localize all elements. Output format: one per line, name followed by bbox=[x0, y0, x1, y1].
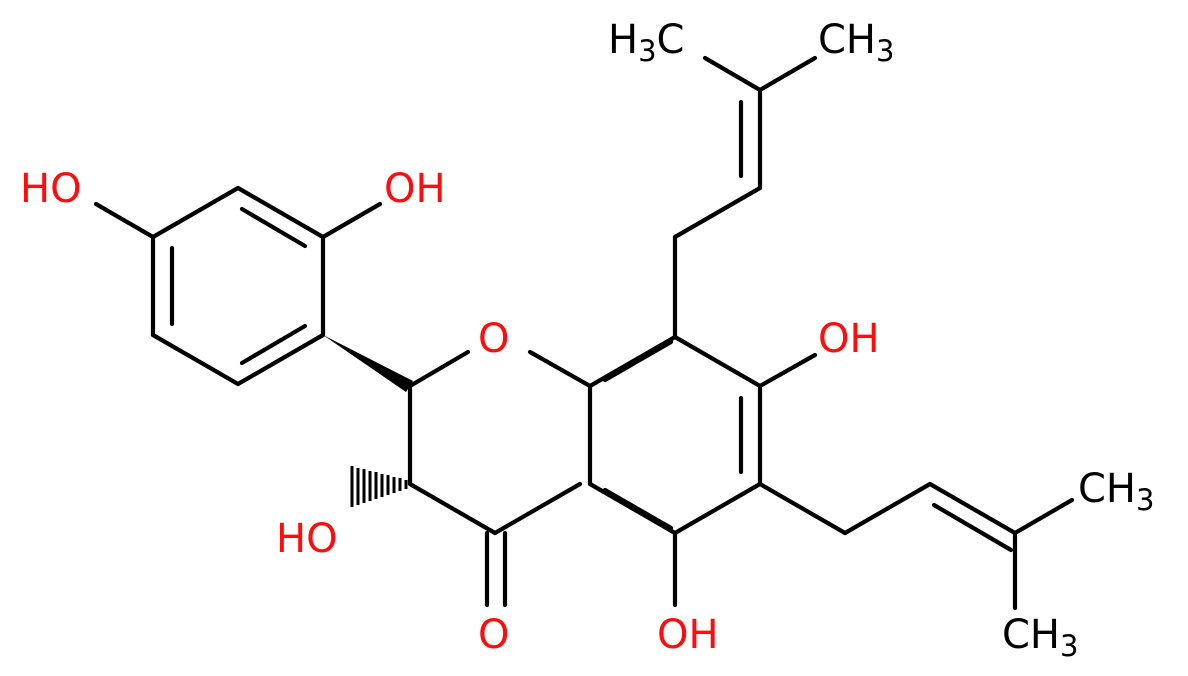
bond bbox=[672, 481, 763, 536]
bond bbox=[407, 481, 498, 536]
ring-oxygen-label: O bbox=[478, 316, 509, 362]
bond bbox=[702, 55, 763, 93]
bond bbox=[757, 55, 818, 93]
hydroxyl-label-aryl-para: HO bbox=[20, 166, 82, 212]
bond-inner bbox=[602, 339, 674, 383]
hydroxyl-label-aryl-ortho: OH bbox=[384, 166, 446, 212]
keto-oxygen-label: O bbox=[478, 612, 509, 658]
bond-inner bbox=[239, 206, 308, 249]
bond bbox=[587, 334, 678, 389]
methyl-label-side-lower: CH3 bbox=[1002, 612, 1078, 663]
bond bbox=[672, 185, 763, 240]
methyl-label-top-right: CH3 bbox=[818, 17, 894, 68]
bond bbox=[150, 185, 241, 240]
bond bbox=[320, 201, 383, 240]
bond bbox=[150, 332, 241, 387]
bond bbox=[672, 334, 763, 389]
bond bbox=[235, 185, 326, 240]
bond bbox=[842, 481, 933, 536]
bond bbox=[587, 481, 678, 536]
hydroxyl-label-c3: HO bbox=[276, 516, 338, 562]
methyl-label-top-left: H3C bbox=[608, 17, 684, 68]
hydroxyl-label-c7: OH bbox=[818, 316, 880, 362]
bond bbox=[527, 349, 593, 389]
wedge-bond bbox=[323, 335, 413, 392]
benzo-ring-bonds bbox=[587, 234, 848, 608]
bond bbox=[1012, 497, 1075, 536]
bond bbox=[407, 349, 471, 389]
pyranone-ring-bonds bbox=[407, 349, 593, 608]
bond-double-inner bbox=[931, 502, 1014, 553]
hydroxyl-label-c5: OH bbox=[657, 612, 719, 658]
bond-double bbox=[927, 481, 1018, 536]
prenyl-chain-lower bbox=[842, 481, 1075, 611]
bond-inner bbox=[239, 323, 308, 366]
bond bbox=[235, 332, 326, 387]
aryl-ring-bonds bbox=[93, 185, 383, 387]
bond bbox=[492, 481, 583, 536]
bond bbox=[757, 352, 818, 389]
hashed-bond bbox=[350, 466, 408, 507]
methyl-label-side-upper: CH3 bbox=[1078, 466, 1154, 517]
bond bbox=[93, 201, 156, 240]
bond-inner bbox=[602, 487, 674, 531]
prenyl-chain-upper bbox=[672, 55, 818, 240]
bond bbox=[757, 481, 848, 536]
